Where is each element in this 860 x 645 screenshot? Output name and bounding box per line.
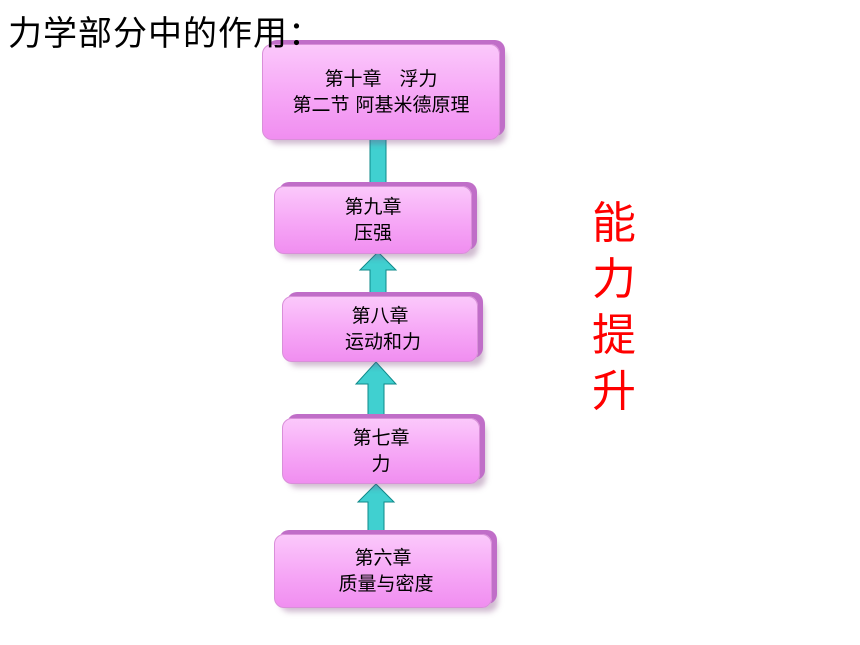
chapter-box-9: 第九章 压强 xyxy=(274,186,472,254)
chapter-8-subtitle: 运动和力 xyxy=(338,331,422,353)
chapter-7-title: 第七章 xyxy=(352,427,410,449)
chapter-6-subtitle: 质量与密度 xyxy=(332,573,434,595)
chapter-box-8: 第八章 运动和力 xyxy=(282,296,478,362)
chapter-10-subtitle: 第二节 阿基米德原理 xyxy=(292,94,470,116)
chapter-8-title: 第八章 xyxy=(351,305,409,327)
chapter-box-10: 第十章 浮力 第二节 阿基米德原理 xyxy=(262,44,500,140)
side-char: 力 xyxy=(592,254,636,305)
chapter-6-title: 第六章 xyxy=(354,547,412,569)
page-heading: 力学部分中的作用： xyxy=(8,14,323,54)
side-char: 升 xyxy=(592,366,636,417)
arrow-8-to-9 xyxy=(358,251,398,296)
chapter-9-subtitle: 压强 xyxy=(353,222,392,244)
chapter-box-7: 第七章 力 xyxy=(282,418,480,484)
chapter-9-title: 第九章 xyxy=(344,196,402,218)
arrow-6-to-7 xyxy=(356,483,396,534)
chapter-box-6: 第六章 质量与密度 xyxy=(274,534,492,608)
ability-improvement-label: 能 力 提 升 xyxy=(590,196,638,420)
connector-10-9 xyxy=(369,138,387,186)
arrow-7-to-8 xyxy=(354,361,398,418)
side-char: 能 xyxy=(592,198,636,249)
chapter-7-subtitle: 力 xyxy=(371,453,391,475)
side-char: 提 xyxy=(592,310,636,361)
chapter-10-title: 第十章 浮力 xyxy=(324,68,438,90)
